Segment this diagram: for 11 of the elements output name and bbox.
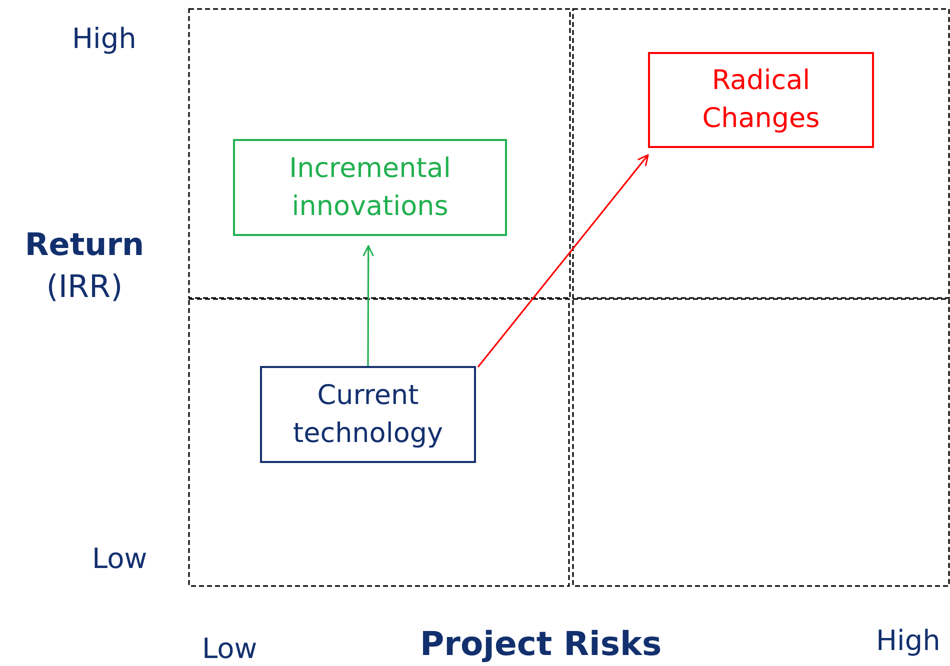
axis-tick-label: High	[72, 22, 136, 55]
arrow	[362, 245, 374, 366]
text-box: Current technology	[260, 366, 476, 463]
axis-title: Return (IRR)	[24, 226, 146, 307]
axis-tick-label: Low	[202, 632, 258, 665]
axis-title: Project Risks	[420, 624, 662, 663]
text-box: Radical Changes	[648, 52, 874, 148]
text-box: Incremental innovations	[233, 139, 507, 236]
arrow	[477, 154, 649, 368]
axis-tick-label: Low	[92, 542, 148, 575]
axis-tick-label: High	[876, 624, 940, 657]
